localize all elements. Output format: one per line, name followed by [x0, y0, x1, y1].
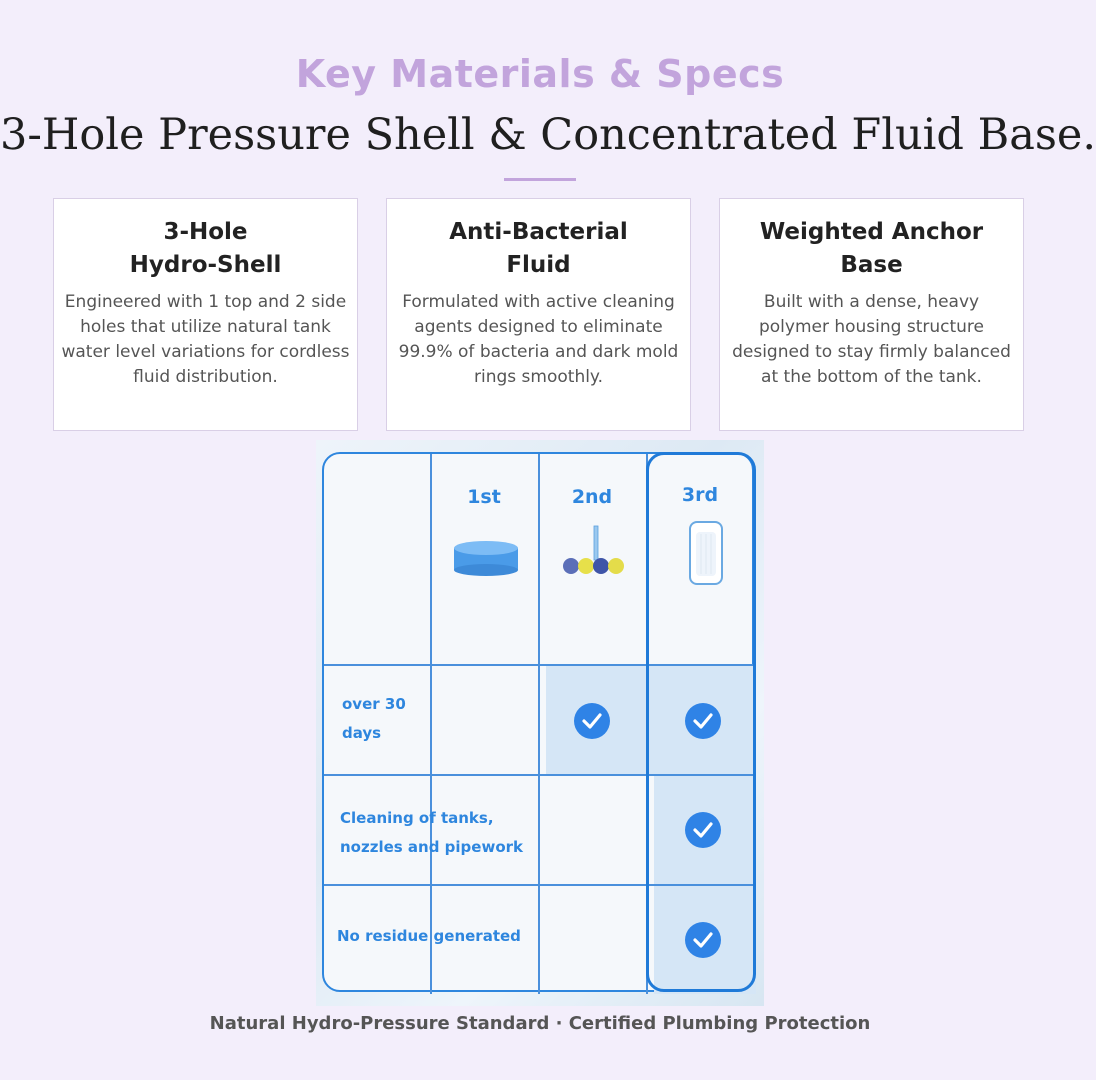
grid-line	[430, 454, 432, 994]
feature-card-anchor-base: Weighted Anchor Base Built with a dense,…	[719, 198, 1024, 431]
page-headline: 3-Hole Pressure Shell & Concentrated Flu…	[0, 110, 1096, 160]
row-label-residue: No residue generated	[337, 927, 521, 945]
comparison-table: 1st 2nd 3rd over 30 days	[322, 452, 756, 994]
grid-line	[324, 664, 756, 666]
card-body: Built with a dense, heavy polymer housin…	[732, 292, 1011, 387]
row-label-duration: over 30 days	[342, 695, 406, 742]
blue-tablet-icon	[454, 541, 518, 576]
feature-card-hydro-shell: 3-Hole Hydro-Shell Engineered with 1 top…	[53, 198, 358, 431]
feature-card-anti-bacterial: Anti-Bacterial Fluid Formulated with act…	[386, 198, 691, 431]
check-icon	[574, 703, 610, 739]
column-header-3rd: 3rd	[681, 484, 719, 506]
card-title: 3-Hole Hydro-Shell	[129, 219, 282, 278]
check-icon	[685, 703, 721, 739]
check-icon	[685, 922, 721, 958]
section-eyebrow: Key Materials & Specs	[295, 52, 785, 96]
pressure-shell-icon	[689, 521, 723, 585]
column-header-2nd: 2nd	[571, 486, 613, 508]
card-body: Engineered with 1 top and 2 side holes t…	[61, 292, 350, 387]
card-body: Formulated with active cleaning agents d…	[398, 292, 679, 387]
card-title: Anti-Bacterial Fluid	[449, 219, 628, 278]
grid-line	[324, 884, 756, 886]
footer-tagline: Natural Hydro-Pressure Standard · Certif…	[209, 1013, 871, 1034]
comparison-table-background: 1st 2nd 3rd over 30 days	[316, 440, 764, 1006]
title-divider	[504, 178, 576, 181]
check-icon	[685, 812, 721, 848]
third-column-highlight-frame	[646, 452, 756, 992]
grid-line	[538, 454, 540, 994]
grid-line	[324, 774, 756, 776]
column-header-1st: 1st	[467, 486, 501, 508]
row-label-cleaning: Cleaning of tanks, nozzles and pipework	[340, 809, 523, 856]
card-title: Weighted Anchor Base	[759, 219, 984, 278]
ball-chain-icon	[563, 525, 624, 574]
